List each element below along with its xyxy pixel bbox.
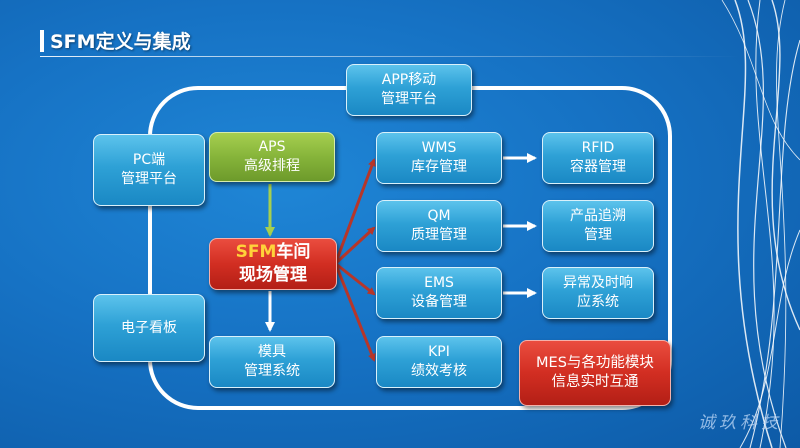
wms-node-line1: WMS [421, 140, 457, 156]
mould-system-node: 模具 管理系统 [209, 336, 335, 388]
sfm-line1-rest: 车间 [276, 242, 311, 262]
trace-node-line1: 产品追溯 [570, 208, 626, 224]
wms-node-line2: 库存管理 [411, 159, 467, 175]
rfid-node: RFID 容器管理 [542, 132, 654, 184]
mes-node-line1: MES与各功能模块 [536, 355, 654, 371]
arrow-sfm-ems [335, 262, 376, 296]
sfm-node-line1: SFM车间 [236, 241, 311, 264]
rfid-node-line1: RFID [581, 140, 615, 156]
pc-node-line2: 管理平台 [121, 171, 177, 187]
company-watermark: 诚玖科技 [698, 413, 782, 433]
sfm-core-node: SFM车间 现场管理 [209, 238, 337, 290]
kpi-node: KPI 绩效考核 [376, 336, 502, 388]
aps-node: APS 高级排程 [209, 132, 335, 182]
aps-node-line1: APS [258, 139, 286, 155]
qm-node-line1: QM [427, 208, 451, 224]
app-node-line2: 管理平台 [381, 91, 437, 107]
kpi-node-line1: KPI [428, 344, 450, 360]
kanban-node-label: 电子看板 [121, 319, 177, 336]
andon-node: 异常及时响 应系统 [542, 267, 654, 319]
sfm-highlight-text: SFM [235, 242, 277, 262]
rfid-node-line2: 容器管理 [570, 159, 626, 175]
mould-node-line2: 管理系统 [244, 363, 300, 379]
trace-node-line2: 管理 [584, 227, 612, 243]
arrow-sfm-kpi [334, 264, 376, 362]
pc-node-line1: PC端 [132, 152, 166, 168]
mould-node-line1: 模具 [258, 344, 286, 360]
title-accent-bar [40, 30, 44, 52]
pc-platform-node: PC端 管理平台 [93, 134, 205, 206]
app-mobile-node: APP移动 管理平台 [346, 64, 472, 116]
kpi-node-line2: 绩效考核 [411, 363, 467, 379]
arrow-sfm-qm [334, 226, 376, 265]
wms-node: WMS 库存管理 [376, 132, 502, 184]
app-node-line1: APP移动 [381, 72, 437, 88]
qm-node: QM 质理管理 [376, 200, 502, 252]
mes-integration-node: MES与各功能模块 信息实时互通 [519, 340, 671, 406]
sfm-node-line2: 现场管理 [239, 265, 307, 285]
qm-node-line2: 质理管理 [411, 227, 467, 243]
page-title: SFM定义与集成 [50, 31, 191, 53]
mes-node-line2: 信息实时互通 [551, 374, 639, 390]
ems-node: EMS 设备管理 [376, 267, 502, 319]
title-underline [40, 56, 740, 57]
kanban-node: 电子看板 [93, 294, 205, 362]
ems-node-line2: 设备管理 [411, 294, 467, 310]
ems-node-line1: EMS [424, 275, 454, 291]
andon-node-line2: 应系统 [577, 294, 619, 310]
andon-node-line1: 异常及时响 [563, 275, 633, 291]
aps-node-line2: 高级排程 [244, 158, 300, 174]
trace-node: 产品追溯 管理 [542, 200, 654, 252]
arrow-sfm-wms [334, 158, 376, 263]
